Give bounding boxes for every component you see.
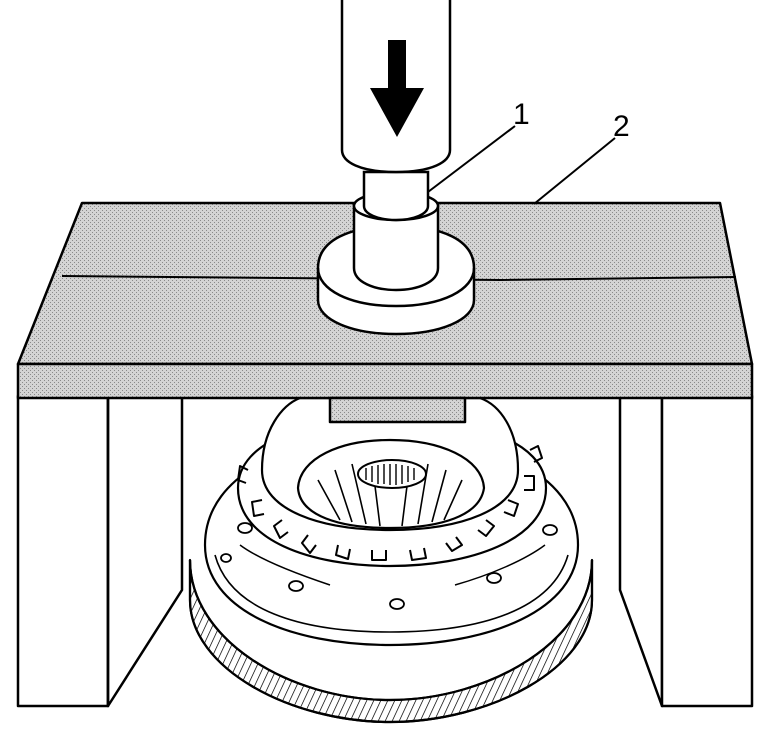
differential-assembly (188, 396, 594, 724)
left-support-leg (16, 394, 184, 708)
arrow-down-icon (370, 40, 424, 137)
callout-1-leader (427, 125, 516, 193)
callout-2-label: 2 (613, 110, 630, 143)
callout-1-label: 1 (513, 98, 530, 131)
support-legs (16, 394, 754, 708)
press-ram (340, 0, 452, 174)
right-support-leg (618, 394, 754, 708)
bolt-holes (220, 522, 558, 610)
installer-tool (316, 170, 476, 336)
press-block (328, 396, 467, 424)
side-gear (317, 459, 463, 527)
ring-gear (188, 558, 594, 724)
callout-1: 1 (427, 98, 530, 193)
differential-case (260, 396, 520, 532)
callout-2-leader (533, 137, 616, 205)
callout-2: 2 (533, 110, 630, 205)
